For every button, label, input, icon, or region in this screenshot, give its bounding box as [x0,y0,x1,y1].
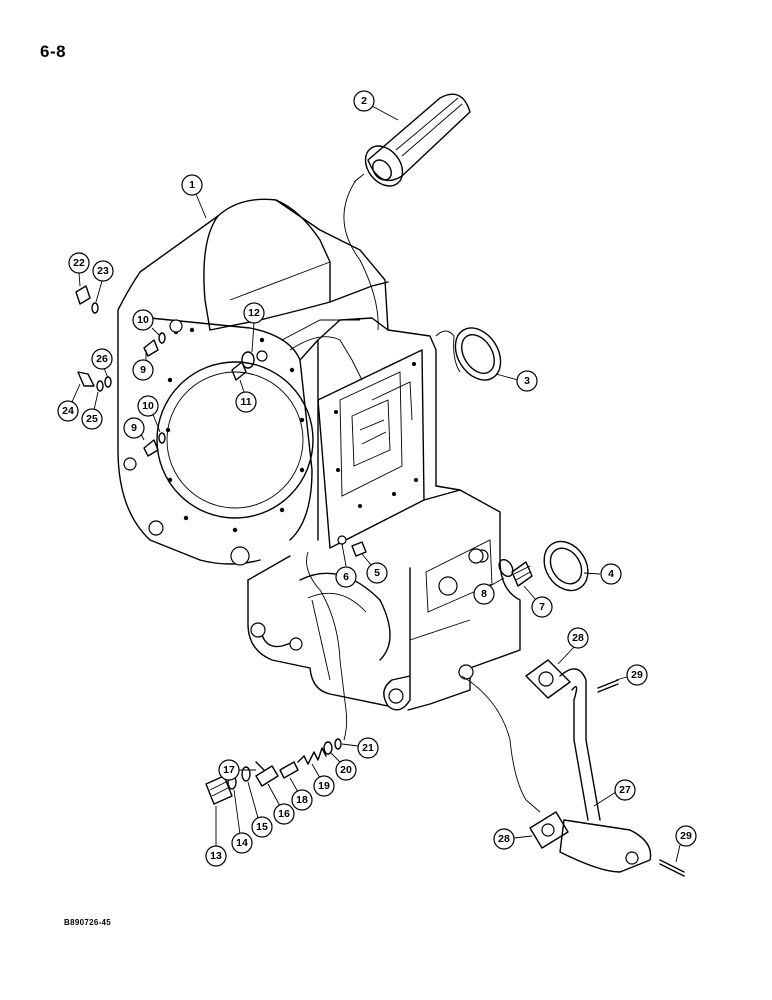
callout-label: 22 [73,257,85,269]
callout-label: 19 [318,780,330,792]
callout-label: 7 [539,601,545,613]
callout-label: 29 [680,830,692,842]
callout-label: 18 [296,794,308,806]
callout-label: 14 [236,837,248,849]
callout-label: 29 [631,669,643,681]
callout-label: 12 [248,307,260,319]
callout-12: 12 [243,302,265,353]
callout-29a: 29 [615,664,648,686]
callout-label: 13 [210,850,222,862]
callout-label: 2 [361,95,367,107]
callout-8: 8 [473,577,505,605]
callout-11: 11 [235,379,257,413]
seal-3 [435,327,502,381]
callout-5: 5 [361,553,388,584]
callout-14: 14 [231,789,253,854]
callout-3: 3 [495,370,538,392]
callout-1: 1 [181,174,207,219]
left-side-plugs [75,285,268,457]
callout-20: 20 [329,751,357,781]
callout-17: 17 [218,759,256,781]
callout-label: 4 [608,568,614,580]
callout-label: 8 [481,588,487,600]
callout-label: 5 [374,567,380,579]
filter-cartridge [343,93,471,331]
callout-label: 16 [278,808,290,820]
callout-10b: 10 [137,395,161,433]
callout-7: 7 [523,585,553,618]
callout-19: 19 [311,763,335,797]
suction-tube [461,659,685,877]
callout-label: 15 [256,821,268,833]
callout-23: 23 [92,260,114,303]
callout-10a: 10 [132,309,161,337]
callout-2: 2 [353,90,399,121]
callout-28b: 28 [493,828,533,850]
callout-label: 28 [572,632,584,644]
callout-18: 18 [289,777,313,811]
callout-label: 10 [142,400,154,412]
callout-label: 6 [343,571,349,583]
callout-label: 25 [86,413,98,425]
page-number: 6-8 [40,42,67,61]
callout-label: 20 [340,764,352,776]
callout-9b: 9 [123,417,145,441]
callout-label: 9 [140,364,146,376]
callout-label: 1 [189,179,195,191]
callout-21: 21 [341,737,379,759]
callout-24: 24 [57,383,81,422]
callout-13: 13 [205,806,227,867]
callout-26: 26 [91,348,113,379]
callout-27: 27 [593,779,636,807]
callout-28a: 28 [557,627,589,665]
plug-7-and-washer-8 [468,548,533,587]
seal-4 [543,540,589,592]
callout-label: 10 [137,314,149,326]
callout-label: 9 [131,422,137,434]
callout-25: 25 [81,391,103,430]
callout-4: 4 [583,563,622,585]
callout-label: 17 [223,764,235,776]
callout-15: 15 [247,781,273,838]
callout-label: 27 [619,784,631,796]
callout-label: 26 [96,353,108,365]
callout-label: 23 [97,265,109,277]
main-housing [117,198,521,711]
callout-29b: 29 [675,825,697,863]
callout-16: 16 [267,783,295,825]
callout-label: 11 [240,396,251,408]
callout-label: 28 [498,833,510,845]
callout-label: 24 [62,405,74,417]
callout-22: 22 [68,252,90,287]
callout-9a: 9 [132,350,154,381]
callout-6: 6 [335,543,357,588]
figure-code: B890726-45 [64,918,112,927]
callout-label: 3 [524,375,530,387]
callout-label: 21 [362,742,374,754]
